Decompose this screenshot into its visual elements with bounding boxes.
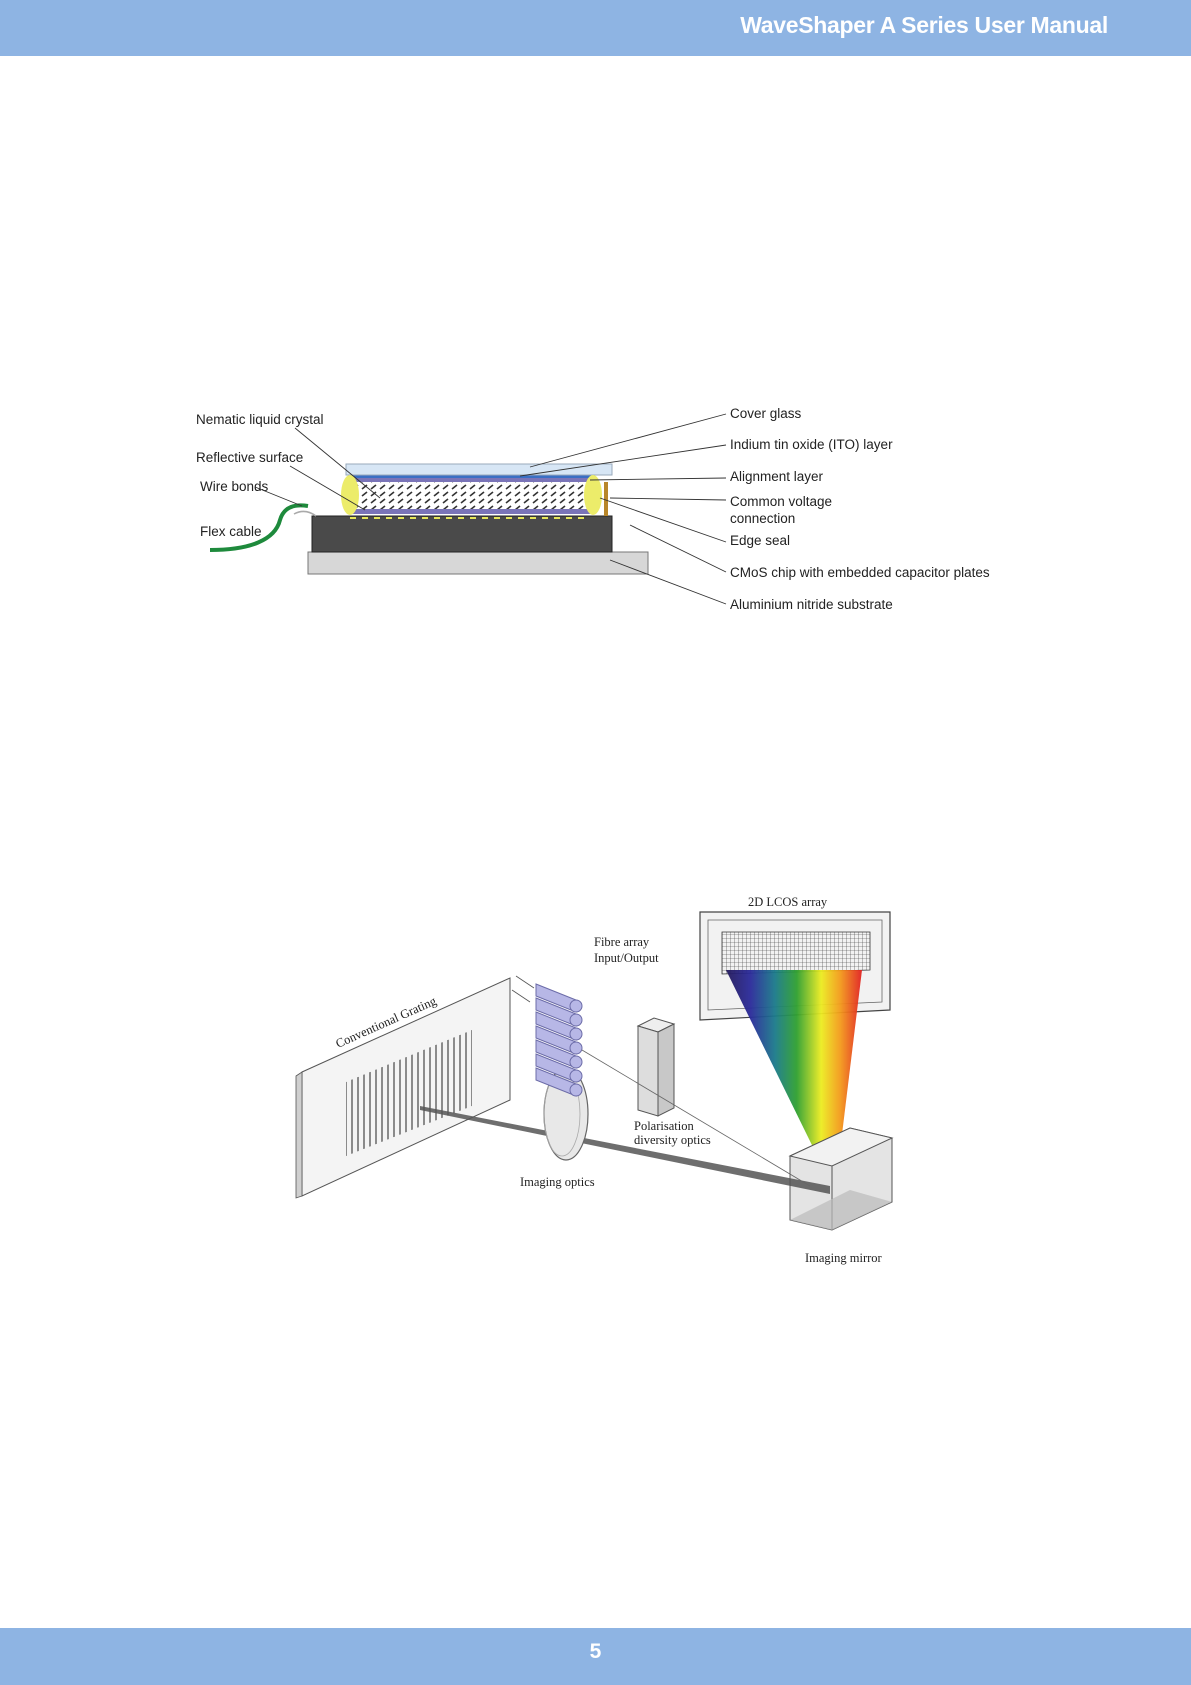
label-common-voltage: Common voltage: [730, 494, 832, 509]
label-flex-cable: Flex cable: [200, 524, 262, 539]
footer-bar: 5: [0, 1628, 1191, 1685]
imaging-mirror: [788, 1127, 894, 1231]
header-bar: WaveShaper A Series User Manual: [0, 0, 1191, 56]
polarisation-diversity-optics: [636, 1017, 676, 1117]
label-fibre-input-output: Input/Output: [594, 951, 659, 965]
label-wire-bonds: Wire bonds: [200, 479, 269, 494]
optical-layout-diagram: 2D LCOS array Imaging mirror Conventiona…: [295, 895, 894, 1265]
label-alignment-layer: Alignment layer: [730, 469, 824, 484]
label-connection: connection: [730, 511, 795, 526]
nematic-liquid-crystal: [356, 482, 588, 509]
wire-bond: [293, 510, 317, 517]
document-title: WaveShaper A Series User Manual: [740, 12, 1108, 38]
label-cmos-chip: CMoS chip with embedded capacitor plates: [730, 565, 990, 580]
page-number: 5: [589, 1640, 602, 1663]
label-aluminium-nitride: Aluminium nitride substrate: [730, 597, 893, 612]
lcos-cross-section-diagram: Nematic liquid crystal Reflective surfac…: [196, 406, 990, 612]
label-ito-layer: Indium tin oxide (ITO) layer: [730, 437, 893, 452]
cmos-chip: [311, 515, 613, 553]
label-lcos-array: 2D LCOS array: [748, 895, 828, 909]
label-cover-glass: Cover glass: [730, 406, 802, 421]
aluminium-nitride-substrate: [307, 551, 649, 575]
label-fibre-array: Fibre array: [594, 935, 650, 949]
edge-seal-right: [584, 475, 602, 515]
fibre-to-mirror-ray: [581, 1049, 811, 1187]
fibre-array: [535, 983, 583, 1097]
grating-to-mirror-beam: [420, 1106, 830, 1194]
cover-glass: [345, 463, 613, 476]
reflective-surface: [352, 509, 592, 514]
flex-cable: [209, 503, 309, 552]
label-nematic-liquid-crystal: Nematic liquid crystal: [196, 412, 324, 427]
lcos-cross-section-figure: Nematic liquid crystal Reflective surfac…: [190, 400, 1010, 630]
edge-seal-left: [341, 475, 359, 515]
label-polarisation: Polarisation: [634, 1119, 694, 1133]
fibre-io-arrows: [511, 975, 535, 1003]
leader-lines: [254, 413, 727, 605]
common-voltage-connection: [604, 482, 608, 516]
ito-layer: [352, 475, 592, 478]
optical-layout-figure: 2D LCOS array Imaging mirror Conventiona…: [290, 890, 930, 1270]
alignment-layer: [352, 478, 592, 482]
conventional-grating: [295, 977, 511, 1199]
label-edge-seal: Edge seal: [730, 533, 790, 548]
label-diversity-optics: diversity optics: [634, 1133, 711, 1147]
label-reflective-surface: Reflective surface: [196, 450, 303, 465]
dispersed-spectrum-beam: [726, 970, 862, 1192]
label-imaging-mirror: Imaging mirror: [805, 1251, 883, 1265]
label-imaging-optics: Imaging optics: [520, 1175, 595, 1189]
